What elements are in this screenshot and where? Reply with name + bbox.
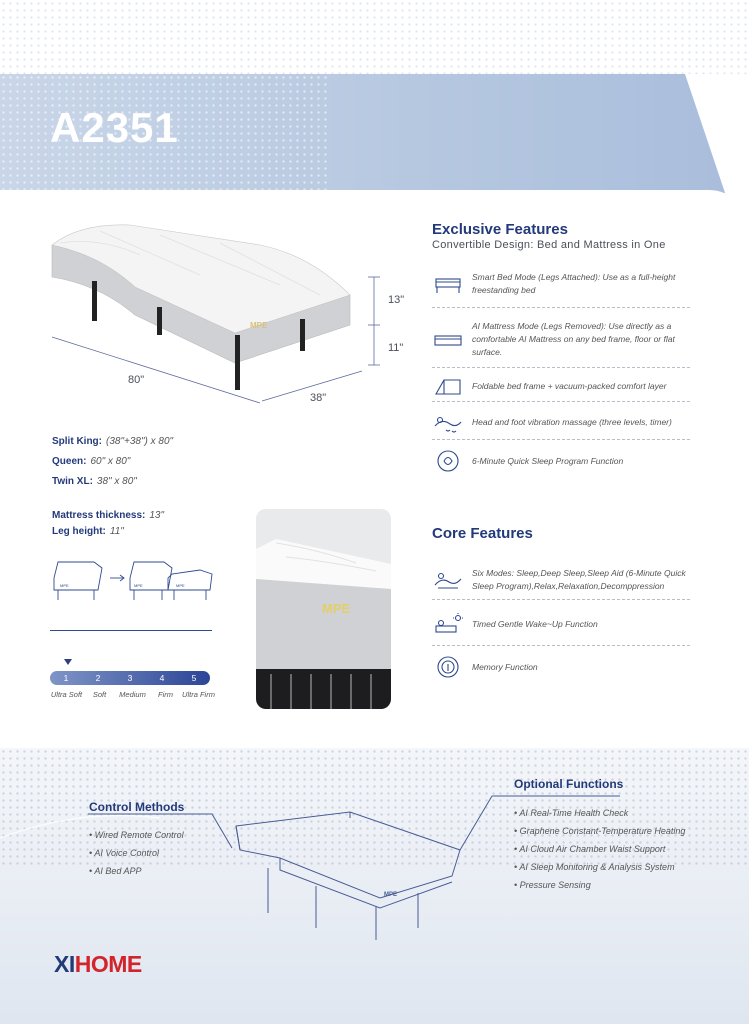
firmness-level: 3 xyxy=(127,673,133,683)
spec-row: Mattress thickness:13" xyxy=(52,510,165,521)
brand-logo: XIHOME xyxy=(54,951,142,978)
bottom-line-art: MPE xyxy=(0,795,620,940)
control-methods-list: Wired Remote Control AI Voice Control AI… xyxy=(89,826,184,880)
dim-length: 80" xyxy=(128,374,145,386)
firmness-label: Medium xyxy=(119,690,146,699)
feature-item: Smart Bed Mode (Legs Attached): Use as a… xyxy=(432,260,690,308)
logo-part-xi: XI xyxy=(54,951,75,977)
feature-text: Six Modes: Sleep,Deep Sleep,Sleep Aid (6… xyxy=(472,567,686,591)
list-item: AI Real-Time Health Check xyxy=(514,804,685,822)
split-bed-illustration: MPE MPE MPE xyxy=(53,561,213,600)
sleep-program-icon xyxy=(437,450,459,472)
optional-functions-list: AI Real-Time Health Check Graphene Const… xyxy=(514,804,685,894)
logo-part-home: HOME xyxy=(74,951,143,977)
feature-text: Smart Bed Mode (Legs Attached): Use as a… xyxy=(472,271,676,295)
folding-frame-icon xyxy=(435,378,461,395)
firmness-indicator xyxy=(64,659,72,665)
firmness-scale: 1 2 3 4 5 xyxy=(50,671,210,685)
list-item: Pressure Sensing xyxy=(514,876,685,894)
feature-text: Memory Function xyxy=(472,661,538,672)
firmness-level: 4 xyxy=(159,673,165,683)
sleep-modes-icon xyxy=(434,572,462,589)
split-tag: MPE xyxy=(60,583,69,588)
feature-item: Head and foot vibration massage (three l… xyxy=(432,406,690,440)
mattress-icon xyxy=(434,334,462,346)
feature-text: Foldable bed frame + vacuum-packed comfo… xyxy=(472,381,667,391)
list-item: Wired Remote Control xyxy=(89,826,184,844)
feature-text: Head and foot vibration massage (three l… xyxy=(472,417,672,427)
feature-item: AI Mattress Mode (Legs Removed): Use dir… xyxy=(432,312,690,368)
list-item: AI Bed APP xyxy=(89,862,184,880)
mattress-photo: MPE xyxy=(256,509,391,709)
dim-mattress-height: 13" xyxy=(388,294,405,306)
bed-with-legs-icon xyxy=(435,277,461,293)
firmness-label: Ultra Soft xyxy=(50,690,83,699)
firmness-level: 1 xyxy=(63,673,69,683)
split-tag: MPE xyxy=(134,583,143,588)
split-tag: MPE xyxy=(176,583,185,588)
feature-item: Six Modes: Sleep,Deep Sleep,Sleep Aid (6… xyxy=(432,560,690,600)
bed-brand: MPE xyxy=(250,321,268,330)
size-row: Split King:(38"+38") x 80" xyxy=(52,436,174,447)
exclusive-features-subtitle: Convertible Design: Bed and Mattress in … xyxy=(432,239,666,251)
bed-illustration: MPE xyxy=(51,224,380,404)
bottom-bed-brand: MPE xyxy=(384,892,397,898)
firmness-label: Ultra Firm xyxy=(182,690,215,699)
optional-functions-title: Optional Functions xyxy=(514,777,624,791)
model-title: A2351 xyxy=(50,104,179,151)
list-item: AI Sleep Monitoring & Analysis System xyxy=(514,858,685,876)
spec-row: Leg height:11" xyxy=(52,526,124,537)
firmness-label: Soft xyxy=(92,690,107,699)
feature-text: 6-Minute Quick Sleep Program Function xyxy=(472,455,624,466)
control-methods-title: Control Methods xyxy=(89,800,185,814)
size-list: Split King:(38"+38") x 80" Queen:60" x 8… xyxy=(52,432,173,492)
massage-icon xyxy=(434,416,462,433)
divider xyxy=(50,630,212,631)
photo-brand: MPE xyxy=(322,601,351,616)
feature-item: Timed Gentle Wake~Up Function xyxy=(432,604,690,646)
wake-up-icon xyxy=(435,612,463,633)
firmness-level: 2 xyxy=(95,673,101,683)
list-item: AI Cloud Air Chamber Waist Support xyxy=(514,840,685,858)
list-item: Graphene Constant-Temperature Heating xyxy=(514,822,686,840)
feature-item: 6-Minute Quick Sleep Program Function xyxy=(432,444,690,478)
feature-item: Memory Function xyxy=(432,650,690,684)
feature-item: Foldable bed frame + vacuum-packed comfo… xyxy=(432,372,690,402)
firmness-label: Firm xyxy=(158,690,173,699)
memory-icon xyxy=(437,656,459,678)
size-row: Queen:60" x 80" xyxy=(52,456,131,467)
list-item: AI Voice Control xyxy=(89,844,184,862)
firmness-labels: Ultra Soft Soft Medium Firm Ultra Firm xyxy=(50,690,215,699)
dim-width: 38" xyxy=(310,392,327,404)
size-row: Twin XL:38" x 80" xyxy=(52,476,137,487)
feature-text: AI Mattress Mode (Legs Removed): Use dir… xyxy=(472,321,675,357)
spec-list: Mattress thickness:13" Leg height:11" xyxy=(52,508,164,540)
dim-leg-height: 11" xyxy=(388,342,404,354)
core-features-title: Core Features xyxy=(432,525,533,542)
exclusive-features-title: Exclusive Features xyxy=(432,221,568,238)
firmness-level: 5 xyxy=(191,673,197,683)
feature-text: Timed Gentle Wake~Up Function xyxy=(472,619,598,629)
